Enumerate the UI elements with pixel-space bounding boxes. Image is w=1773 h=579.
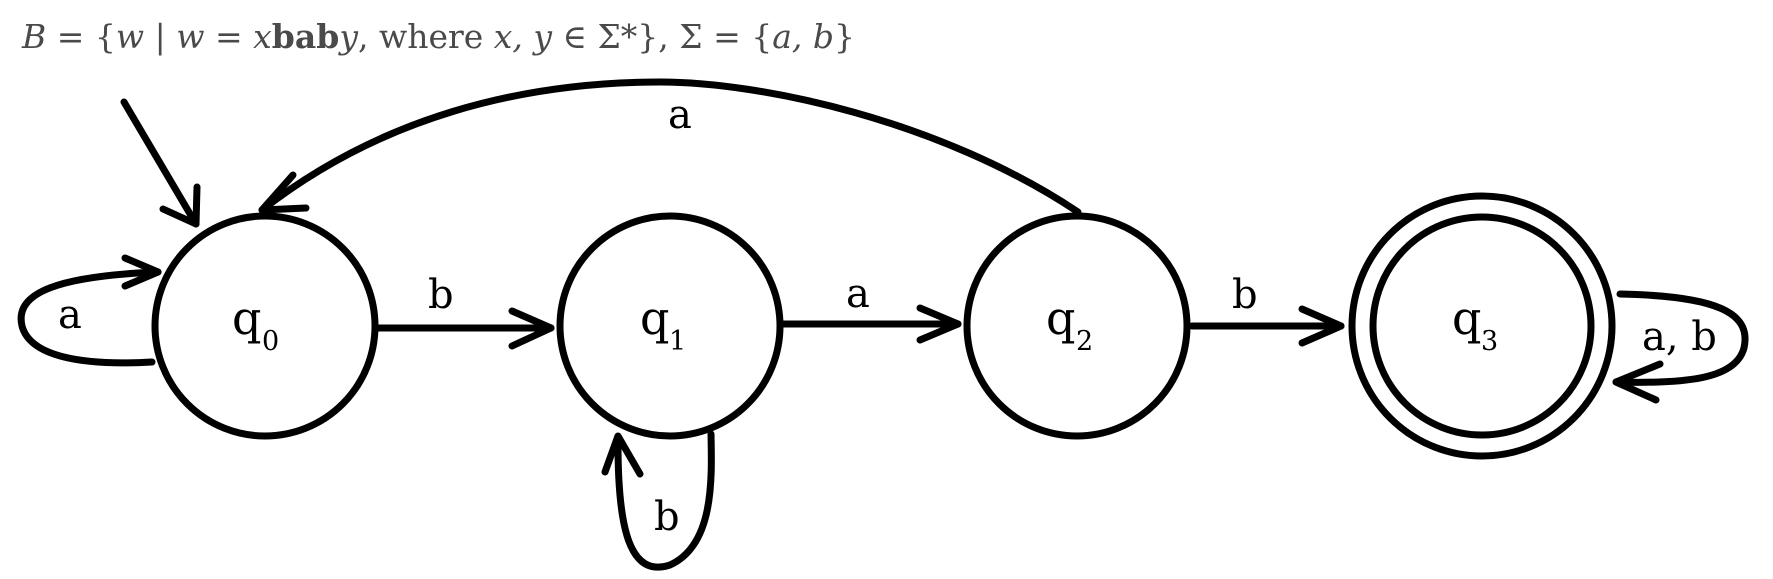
formula-in: ∈: [552, 17, 597, 56]
formula-eq: = {: [46, 17, 116, 56]
formula-bab: bab: [272, 17, 340, 56]
label-q1-q1: b: [654, 494, 680, 540]
start-arrow: [120, 98, 201, 228]
formula-eq2: =: [205, 17, 254, 56]
state-q0: q 0: [151, 212, 379, 440]
formula-where: , where: [358, 17, 494, 56]
label-q0-q0: a: [58, 292, 82, 338]
formula-w2: w: [176, 17, 204, 56]
formula-alphabet: a, b: [772, 17, 834, 56]
state-q3: q 3: [1348, 192, 1616, 460]
state-q2-name: q: [1046, 291, 1075, 345]
formula-sigma: Σ: [679, 17, 702, 56]
state-q2-subscript: 2: [1076, 326, 1093, 357]
state-q1-subscript: 1: [669, 326, 686, 357]
transition-q1-q2-a: [778, 304, 962, 344]
state-q0-subscript: 0: [262, 326, 279, 357]
formula-x: x: [253, 17, 272, 56]
formula-end: }: [834, 17, 855, 56]
formula-sigma-star: Σ*: [597, 17, 637, 56]
formula-y: y: [337, 17, 358, 56]
state-q2: q 2: [963, 212, 1191, 440]
transition-q1-q1-b: [601, 430, 715, 571]
state-q1-name: q: [640, 291, 669, 345]
formula-close: },: [637, 17, 679, 56]
formula-xy: x, y: [494, 17, 553, 56]
transition-q3-q3-ab: [1612, 290, 1749, 404]
language-definition: B = {w | w = xbaby, where x, y ∈ Σ*}, Σ …: [21, 17, 855, 56]
formula-w1: w: [116, 17, 144, 56]
transition-q0-q0-a: [17, 254, 162, 367]
state-q3-name: q: [1452, 291, 1481, 345]
transition-q2-q0-a: [258, 78, 1082, 216]
state-q0-name: q: [232, 291, 261, 345]
formula-lhs: B: [21, 17, 46, 56]
label-q3-q3: a, b: [1642, 314, 1717, 360]
formula-bar: |: [144, 17, 176, 56]
transition-q2-q3-b: [1188, 305, 1345, 347]
label-q0-q1: b: [428, 272, 454, 318]
label-q2-q0: a: [668, 92, 692, 138]
formula-eq3: = {: [703, 17, 773, 56]
label-q2-q3: b: [1232, 272, 1258, 318]
state-q1: q 1: [556, 212, 784, 440]
transition-q0-q1-b: [374, 307, 555, 350]
label-q1-q2: a: [846, 271, 870, 317]
state-q3-subscript: 3: [1481, 326, 1498, 357]
